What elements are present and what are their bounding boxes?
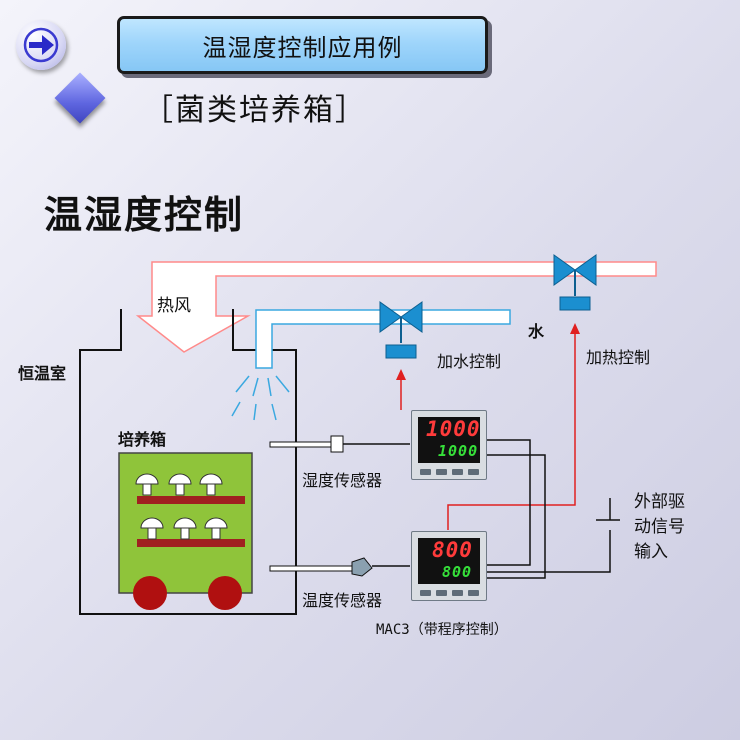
temperature-sv: 800 [442, 563, 473, 581]
humidity-mode-button[interactable] [420, 469, 431, 475]
mushroom-icon [168, 473, 192, 496]
heat-valve [553, 254, 597, 311]
temperature-pv: 800 [432, 538, 473, 562]
control-signal-lines [400, 330, 576, 530]
humidity-sv: 1000 [438, 442, 479, 460]
humidity-sensor [269, 435, 410, 453]
mushroom-group [135, 473, 228, 540]
humidity-display: 1000 1000 [418, 417, 480, 463]
temperature-display: 800 800 [418, 538, 480, 584]
diagram-heading: 温湿度控制 [44, 193, 245, 237]
temperature-up-button[interactable] [452, 590, 463, 596]
arrow-right-glyph [23, 27, 59, 63]
heat-signal-arrow [570, 323, 580, 334]
mushroom-icon [199, 473, 223, 496]
humidity-pv: 1000 [426, 417, 481, 441]
water-label: 水 [528, 322, 545, 341]
humidity-up-button[interactable] [452, 469, 463, 475]
temperature-controller: 800 800 [411, 531, 487, 601]
incubator-label: 培养箱 [118, 430, 167, 449]
temperature-set-button[interactable] [468, 590, 479, 596]
chamber-label: 恒温室 [18, 364, 67, 383]
wiring [485, 439, 620, 579]
section-subtitle: ［菌类培养箱］ [143, 93, 367, 128]
water-control-label: 加水控制 [437, 352, 502, 371]
water-signal-arrow [396, 369, 406, 380]
humidity-set-button[interactable] [468, 469, 479, 475]
mushroom-icon [173, 517, 197, 540]
heat-control-label: 加热控制 [586, 348, 651, 367]
mushroom-icon [135, 473, 159, 496]
hot-air-label: 热风 [157, 296, 191, 316]
humidity-down-button[interactable] [436, 469, 447, 475]
external-drive-label: 外部驱 动信号 输入 [634, 492, 685, 562]
temperature-mode-button[interactable] [420, 590, 431, 596]
humidity-sensor-label: 湿度传感器 [302, 471, 383, 490]
temperature-down-button[interactable] [436, 590, 447, 596]
arrow-right-icon[interactable] [16, 20, 66, 70]
temperature-sensor [269, 557, 410, 577]
controller-caption: MAC3（带程序控制） [376, 622, 508, 638]
water-spray [231, 375, 290, 421]
humidity-controller: 1000 1000 [411, 410, 487, 480]
temperature-sensor-label: 温度传感器 [302, 591, 383, 610]
chamber-wall [79, 309, 297, 615]
mushroom-icon [140, 517, 164, 540]
mushroom-icon [204, 517, 228, 540]
page-title: 温湿度控制应用例 [117, 16, 488, 74]
water-valve [379, 301, 423, 359]
